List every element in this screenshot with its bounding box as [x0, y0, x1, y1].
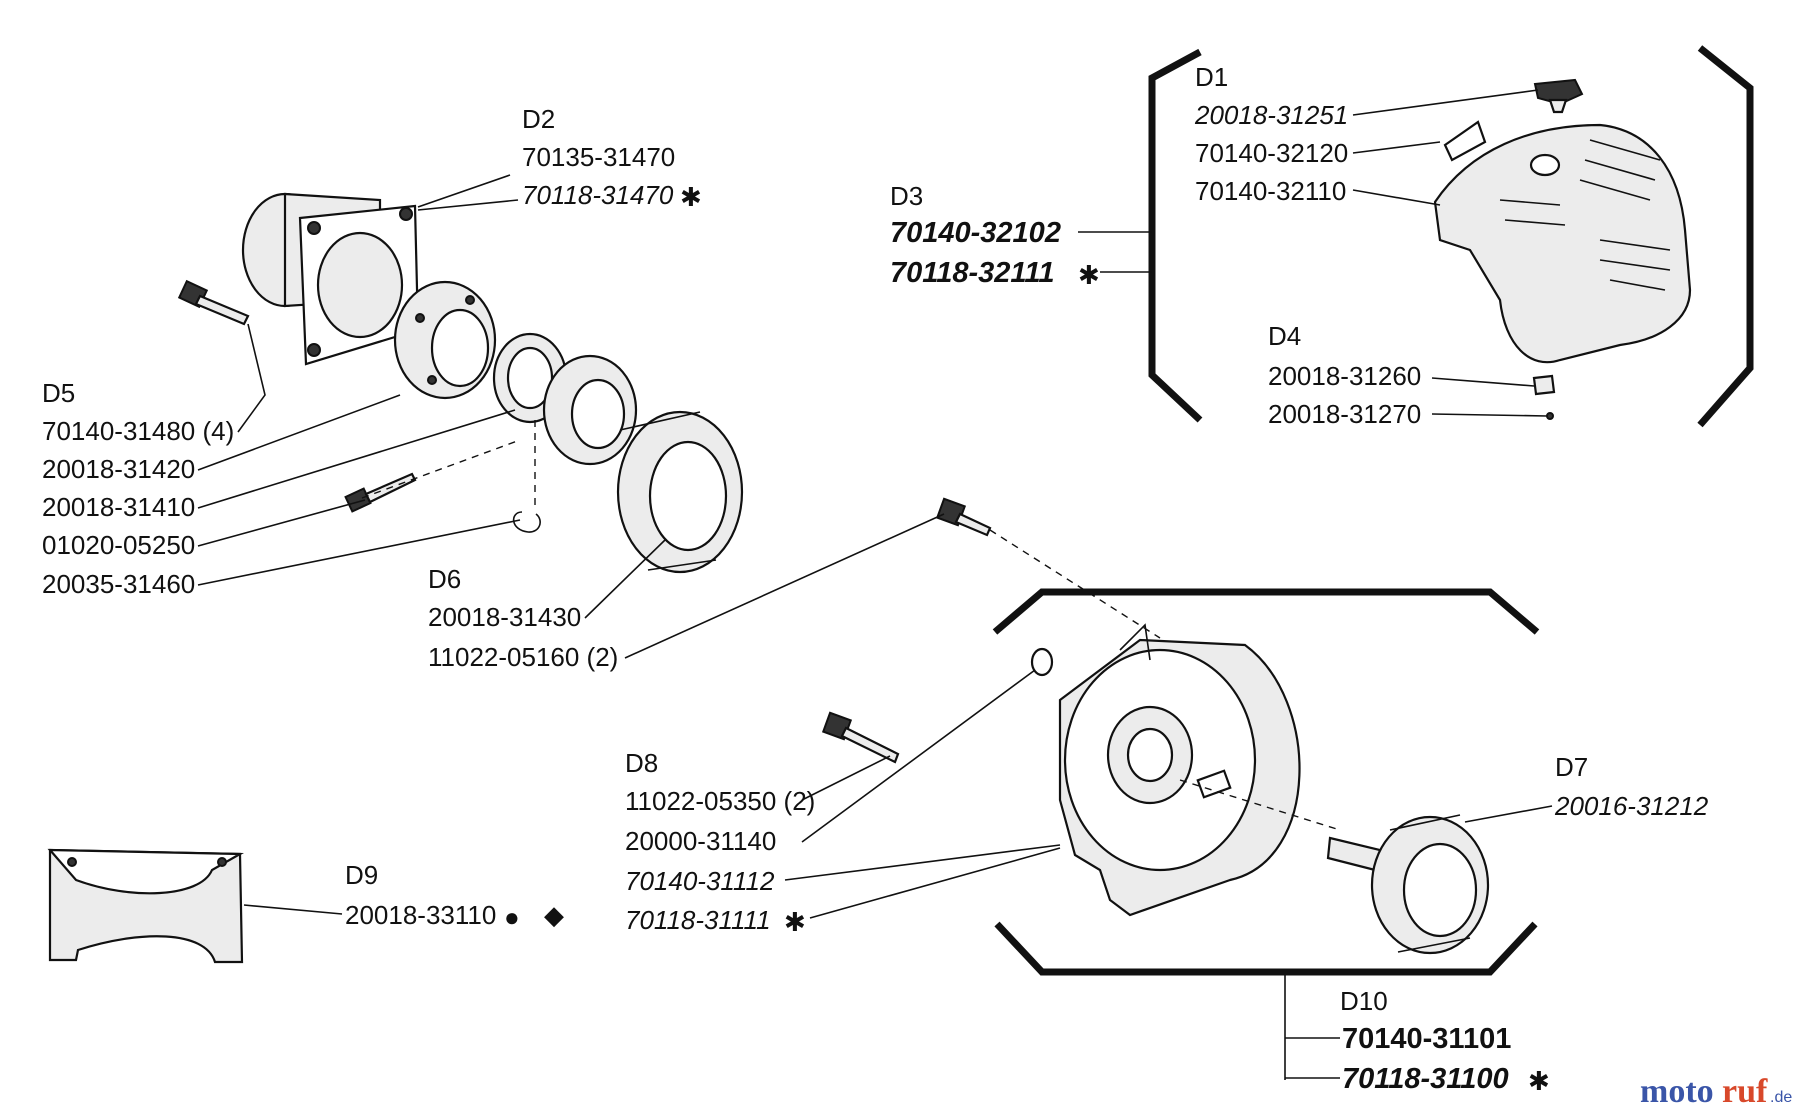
bracket-d3-left [1148, 48, 1203, 423]
watermark-part2: ruf [1722, 1073, 1768, 1110]
bracket-d10-top [992, 588, 1540, 635]
housing-bolt-illustration [821, 711, 900, 764]
clutch-weight-illustration [393, 280, 497, 400]
part-number: 20018-33110 [345, 900, 496, 930]
group-id-d10: D10 [1340, 986, 1388, 1016]
asterisk-symbol: ✱ [1528, 1066, 1550, 1096]
plate-illustration [47, 848, 244, 964]
part-number: 70140-31101 [1342, 1023, 1511, 1055]
group-id-d2: D2 [522, 104, 555, 134]
part-number: 20018-31260 [1268, 361, 1421, 391]
decal-illustration [1443, 120, 1487, 162]
part-number: 70140-31480 (4) [42, 416, 234, 446]
circlip-illustration [512, 511, 541, 533]
group-id-d1: D1 [1195, 62, 1228, 92]
screw-illustration-d5 [177, 279, 250, 326]
part-number: 70118-31111 [625, 905, 771, 935]
part-number: 70118-31100 [1342, 1063, 1509, 1095]
knob-illustration [1533, 78, 1584, 114]
bolt-illustration-d6 [935, 497, 992, 537]
housing-illustration [241, 192, 420, 366]
group-id-d5: D5 [42, 378, 75, 408]
bolt-illustration [344, 472, 417, 513]
asterisk-symbol: ✱ [680, 182, 702, 212]
group-id-d9: D9 [345, 860, 378, 890]
fan-housing-illustration [1058, 623, 1301, 917]
group-id-d3: D3 [890, 181, 923, 211]
part-number: 20018-31270 [1268, 399, 1421, 429]
group-id-d7: D7 [1555, 752, 1588, 782]
bracket-d3-right [1697, 45, 1754, 428]
watermark-part1: moto [1640, 1073, 1714, 1110]
part-number: 20035-31460 [42, 569, 195, 599]
part-number: 20018-31420 [42, 454, 195, 484]
part-number: 20018-31251 [1194, 100, 1348, 130]
part-number: 70118-32111 [890, 257, 1054, 289]
diamond-symbol: ◆ [544, 900, 564, 930]
bracket-d10-bottom [994, 921, 1538, 976]
part-number: 70140-31112 [625, 866, 775, 896]
group-id-d6: D6 [428, 564, 461, 594]
engine-cover-illustration [1433, 123, 1692, 364]
part-number: 20018-31410 [42, 492, 195, 522]
group-id-d8: D8 [625, 748, 658, 778]
circle-symbol: ● [504, 902, 520, 932]
asterisk-symbol: ✱ [1078, 260, 1100, 290]
part-number: 20016-31212 [1554, 791, 1709, 821]
watermark-logo: moto ruf .de [1640, 1073, 1792, 1110]
group-id-d4: D4 [1268, 321, 1301, 351]
clutch-spring-illustration [492, 332, 638, 466]
grommet-illustration [1532, 374, 1556, 420]
part-number: 70140-32102 [890, 217, 1061, 249]
part-number: 70140-32110 [1195, 176, 1346, 206]
part-number: 70140-32120 [1195, 138, 1348, 168]
seal-ring-illustration [1030, 647, 1054, 677]
part-number: 11022-05160 (2) [428, 642, 618, 672]
part-number: 70135-31470 [522, 142, 675, 172]
clutch-drum-illustration [616, 410, 744, 574]
part-number: 11022-05350 (2) [625, 786, 815, 816]
part-number: 20000-31140 [625, 826, 776, 856]
asterisk-symbol: ✱ [784, 907, 806, 937]
leader-lines [197, 89, 1553, 1080]
part-number: 70118-31470 [522, 180, 674, 210]
watermark-suffix: .de [1770, 1089, 1792, 1106]
pulley-illustration [1326, 814, 1490, 955]
part-number: 01020-05250 [42, 530, 195, 560]
part-number: 20018-31430 [428, 602, 581, 632]
